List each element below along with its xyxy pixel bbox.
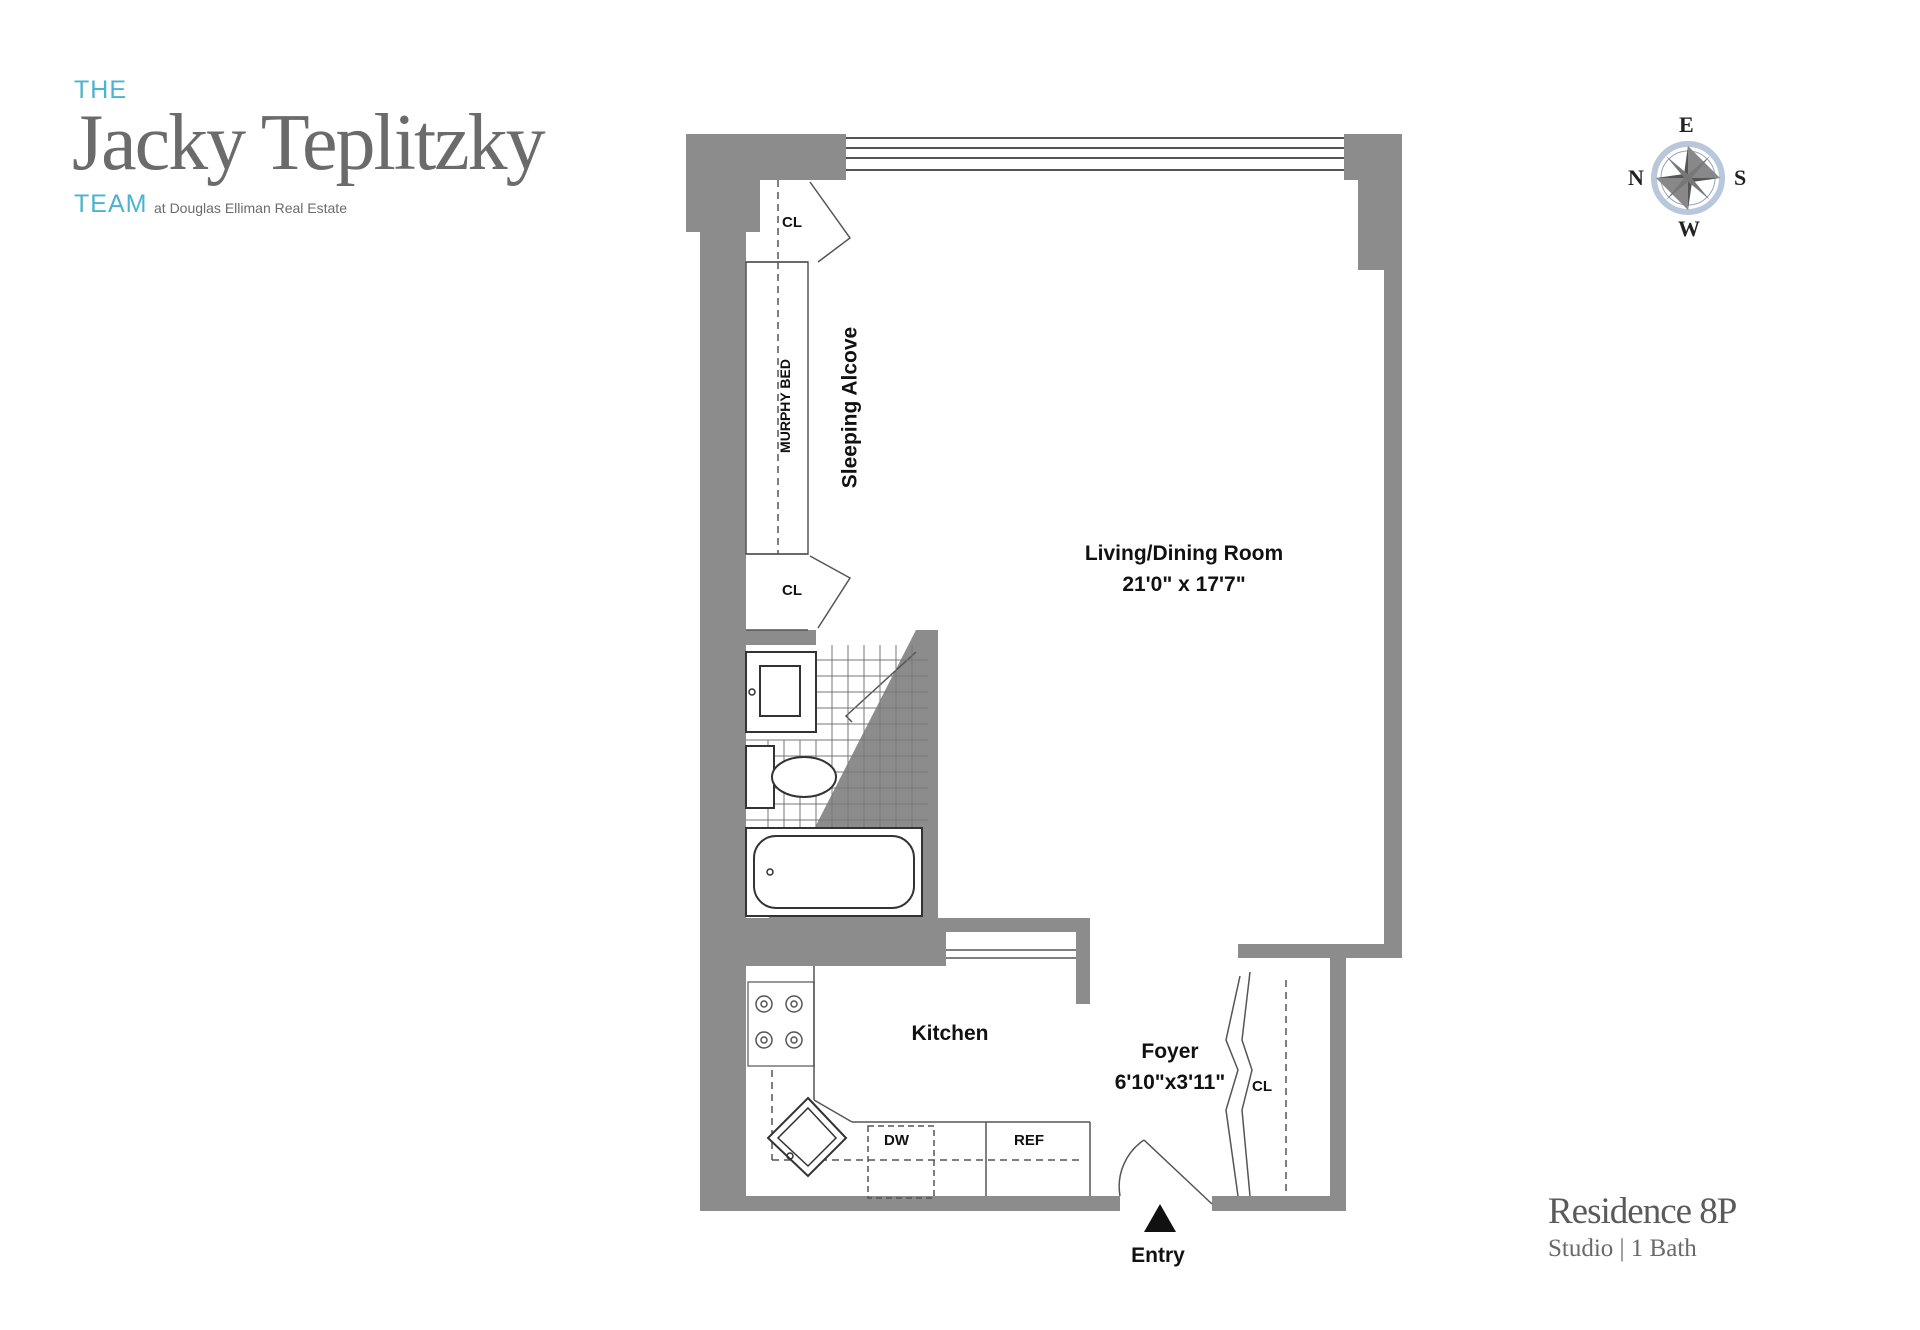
living-room-dims: 21'0" x 17'7" (1122, 573, 1246, 596)
logo-team: TEAM (74, 190, 148, 218)
refrigerator-label: REF (1014, 1132, 1044, 1149)
closet-label-top: CL (782, 214, 802, 231)
closet-label-foyer: CL (1252, 1078, 1272, 1095)
residence-subtitle: Studio | 1 Bath (1548, 1235, 1697, 1262)
living-room-label: Living/Dining Room 21'0" x 17'7" (1064, 538, 1304, 600)
entry-label: Entry (1131, 1244, 1185, 1267)
kitchen-label: Kitchen (911, 1022, 989, 1045)
closet-label-lower: CL (782, 582, 802, 599)
logo-tagline: at Douglas Elliman Real Estate (154, 200, 347, 216)
sleeping-alcove-label: Sleeping Alcove (838, 326, 862, 489)
compass-star-icon (1651, 141, 1725, 215)
team-logo: THE Jacky Teplitzky TEAM at Douglas Elli… (72, 72, 592, 232)
compass-west: W (1678, 216, 1700, 241)
foyer-name: Foyer (1141, 1040, 1199, 1063)
foyer-dims: 6'10"x3'11" (1114, 1071, 1226, 1094)
residence-title: Residence 8P (1548, 1191, 1737, 1232)
living-room-name: Living/Dining Room (1084, 542, 1284, 565)
floor-lines (745, 180, 1287, 1205)
compass-south: S (1734, 165, 1747, 190)
logo-name: Jacky Teplitzky (72, 99, 546, 187)
compass-rose: E N S W (1618, 108, 1758, 248)
dishwasher-label: DW (884, 1132, 909, 1149)
compass-north: N (1628, 165, 1644, 190)
logo-the: THE (74, 76, 127, 104)
residence-info: Residence 8P Studio | 1 Bath (1548, 1190, 1868, 1263)
murphy-bed-label: MURPHY BED (777, 359, 793, 453)
foyer-label: Foyer 6'10"x3'11" (1100, 1036, 1240, 1098)
compass-east: E (1679, 112, 1694, 137)
entry-arrow-icon (1144, 1204, 1176, 1232)
window (846, 137, 1344, 171)
